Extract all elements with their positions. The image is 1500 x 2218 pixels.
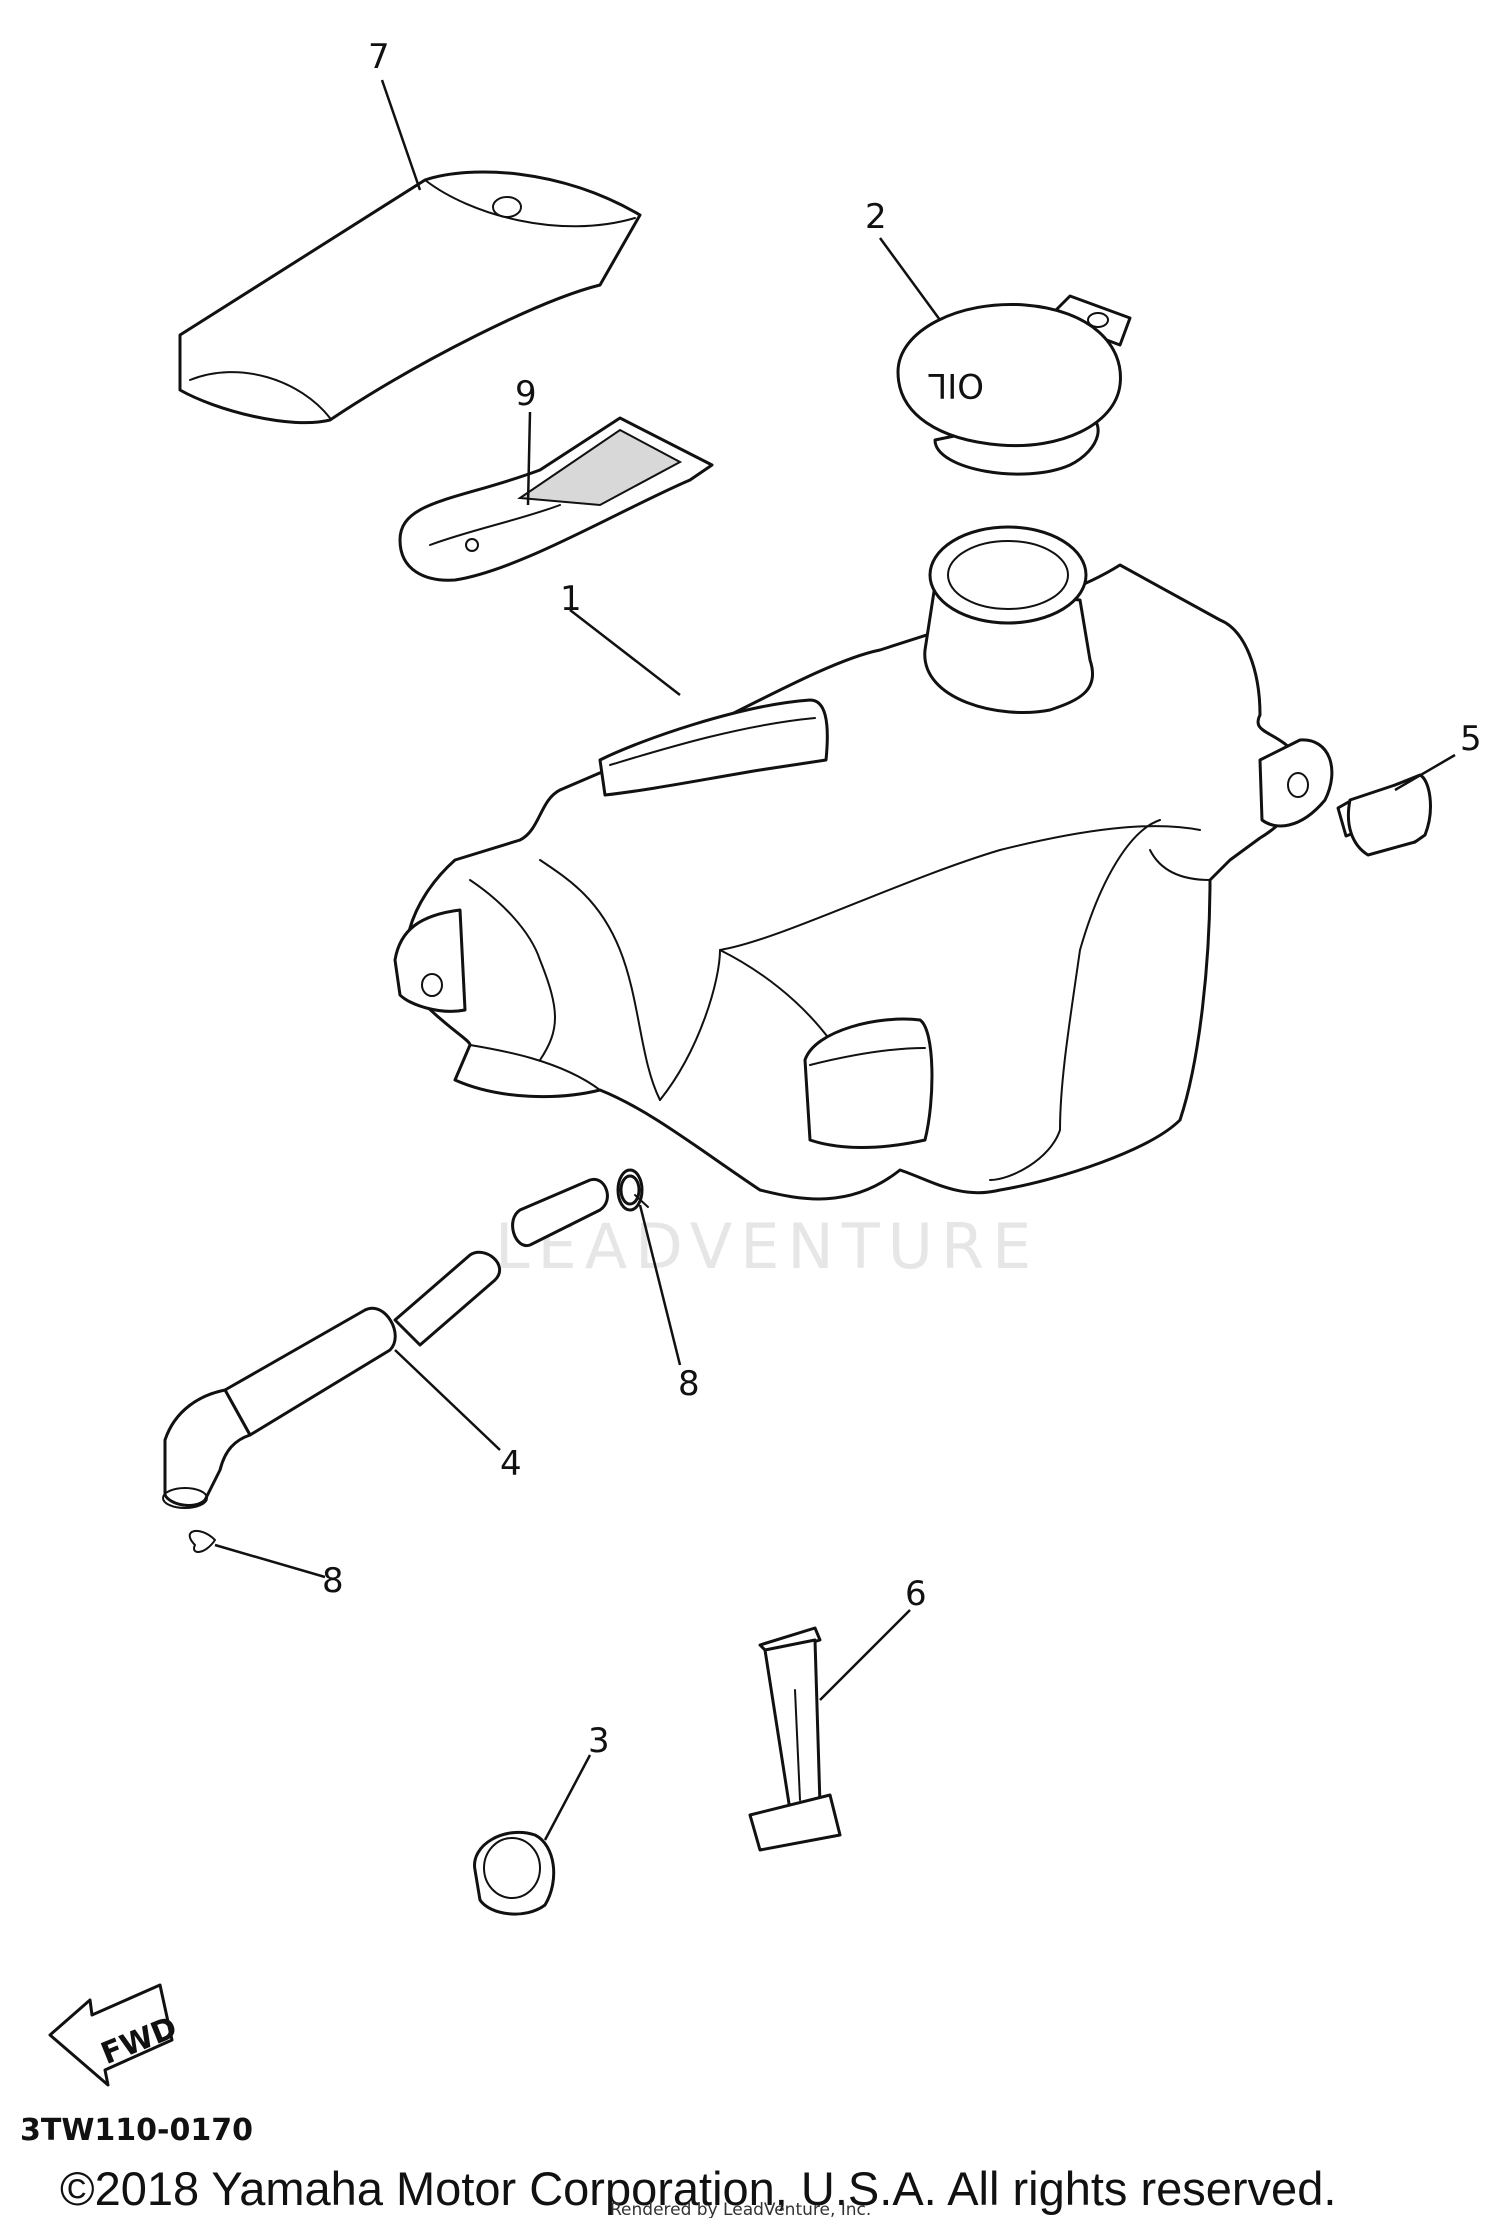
part-3-grommet (473, 1830, 556, 1916)
callout-6: 6 (905, 1574, 927, 1614)
callout-1: 1 (560, 579, 582, 619)
part-8-clip-lower (188, 1530, 216, 1553)
callout-8-upper: 8 (678, 1364, 700, 1404)
rendered-by-note: Rendered by LeadVenture, Inc. (610, 2200, 871, 2218)
callout-3: 3 (588, 1721, 610, 1761)
part-2-oil-cap: OIL (896, 294, 1132, 476)
part-1-oil-tank (393, 525, 1334, 1212)
copyright-notice: ©2018 Yamaha Motor Corporation, U.S.A. A… (60, 2162, 1336, 2215)
diagram-code: 3TW110-0170 (20, 2113, 253, 2148)
part-8-clip-upper (619, 1174, 649, 1208)
callout-2: 2 (865, 197, 887, 237)
watermark-text: LEADVENTURE (495, 1210, 1039, 1283)
leader-lines (214, 79, 1456, 1841)
part-5-bolt (1336, 773, 1432, 857)
part-4-hose-assembly (162, 1177, 609, 1509)
part-9-grease-tube (398, 416, 714, 582)
callout-4: 4 (500, 1444, 522, 1484)
callout-5: 5 (1460, 719, 1482, 759)
fwd-arrow-icon: FWD (48, 1983, 182, 2087)
callout-9: 9 (515, 374, 537, 414)
part-7-tool-bag (178, 170, 642, 425)
callout-7: 7 (368, 37, 390, 77)
callout-8-lower: 8 (322, 1561, 344, 1601)
cap-embossed-text: OIL (928, 365, 984, 405)
part-6-band (748, 1626, 842, 1852)
callout-numbers: 7 2 9 1 5 8 4 8 6 3 (322, 37, 1482, 1761)
